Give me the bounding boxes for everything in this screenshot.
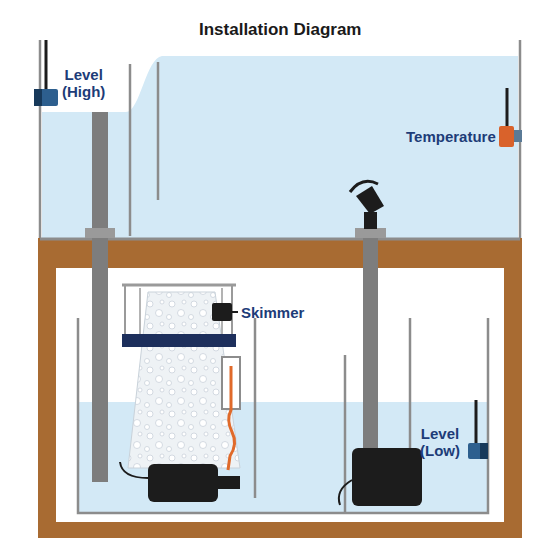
cabinet-stand [38, 238, 522, 538]
skimmer-body [128, 292, 240, 468]
skimmer-lid [122, 284, 236, 287]
return-nozzle [364, 212, 377, 229]
sensor-clip [514, 130, 522, 142]
sensor-cable [45, 40, 48, 92]
bulkhead [355, 228, 386, 238]
return-pump [352, 448, 422, 506]
tank-water [42, 56, 518, 238]
level-sensor [34, 89, 42, 106]
collection-cup [122, 334, 236, 347]
skimmer-support [139, 288, 141, 334]
overflow-wall [129, 64, 132, 236]
pump-cord [120, 462, 148, 478]
level-label: Level (High) [62, 66, 105, 100]
level-sensor [480, 443, 488, 459]
return-nozzle [350, 181, 378, 192]
temperature-sensor [499, 126, 514, 147]
sump-baffle [254, 318, 257, 498]
sump-baffle [344, 355, 347, 512]
skimmer-label: Skimmer [241, 304, 304, 321]
level-sensor [468, 443, 488, 459]
air-tube [228, 366, 235, 470]
bulkhead [85, 228, 115, 238]
temperature-label: Temperature [406, 128, 496, 145]
skimmer-sensor [212, 303, 232, 321]
level-label: Level (Low) [420, 425, 460, 459]
pump-cord [339, 480, 352, 505]
cabinet-inside [56, 268, 504, 522]
tank-glass [39, 40, 42, 240]
pump-outlet [216, 476, 240, 489]
drain-pipe [92, 112, 108, 482]
return-pipe [363, 236, 378, 451]
level-sensor [34, 89, 58, 106]
sensor-cable [506, 88, 509, 128]
sensor-cable [232, 311, 238, 313]
sensor-cable [475, 400, 478, 445]
overflow-baffle [157, 62, 160, 200]
return-nozzle [356, 186, 384, 214]
diagram-title: Installation Diagram [199, 20, 361, 40]
skimmer-pump [148, 464, 218, 502]
